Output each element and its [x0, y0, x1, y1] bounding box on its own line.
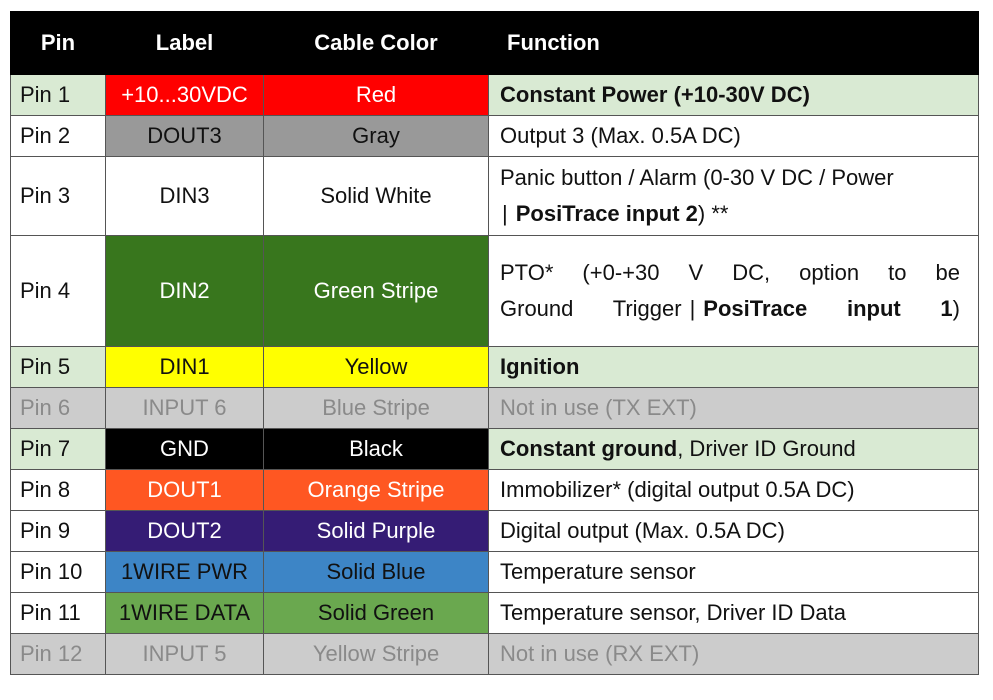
table-row: Pin 5 DIN1 Yellow Ignition	[10, 346, 979, 388]
label-cell: 1WIRE DATA	[105, 592, 264, 634]
function-cell: PTO* (+0-+30 V DC, option to be Ground Tr…	[488, 235, 979, 347]
pin-cell: Pin 3	[10, 156, 106, 236]
label-cell: DIN1	[105, 346, 264, 388]
cable-color-cell: Solid Purple	[263, 510, 489, 552]
function-cell: Output 3 (Max. 0.5A DC)	[488, 115, 979, 157]
label-cell: DOUT2	[105, 510, 264, 552]
function-cell: Not in use (RX EXT)	[488, 633, 979, 675]
label-cell: DIN3	[105, 156, 264, 236]
function-text-line2: Ground Trigger	[500, 296, 682, 321]
function-cell: Temperature sensor	[488, 551, 979, 593]
function-separator: |	[689, 296, 696, 321]
cable-color-cell: Gray	[263, 115, 489, 157]
pin-cell: Pin 2	[10, 115, 106, 157]
function-separator: |	[502, 201, 508, 226]
header-function: Function	[488, 11, 979, 75]
pin-cell: Pin 7	[10, 428, 106, 470]
function-text: Digital output (Max. 0.5A DC)	[500, 518, 785, 544]
function-cell: Panic button / Alarm (0-30 V DC / Power |…	[488, 156, 979, 236]
label-cell: INPUT 5	[105, 633, 264, 675]
pin-cell: Pin 1	[10, 74, 106, 116]
cable-color-cell: Blue Stripe	[263, 387, 489, 429]
function-text: Temperature sensor	[500, 559, 696, 585]
table-row: Pin 6 INPUT 6 Blue Stripe Not in use (TX…	[10, 387, 979, 429]
cable-color-cell: Solid Green	[263, 592, 489, 634]
label-cell: +10...30VDC	[105, 74, 264, 116]
pin-cell: Pin 12	[10, 633, 106, 675]
header-label: Label	[105, 11, 264, 75]
function-text: Immobilizer* (digital output 0.5A DC)	[500, 477, 855, 503]
header-cable-color: Cable Color	[263, 11, 489, 75]
table-row: Pin 11 1WIRE DATA Solid Green Temperatur…	[10, 592, 979, 634]
table-row: Pin 7 GND Black Constant ground, Driver …	[10, 428, 979, 470]
function-cell: Ignition	[488, 346, 979, 388]
cable-color-cell: Solid White	[263, 156, 489, 236]
function-text: Output 3 (Max. 0.5A DC)	[500, 123, 741, 149]
label-cell: DOUT1	[105, 469, 264, 511]
label-cell: 1WIRE PWR	[105, 551, 264, 593]
pin-cell: Pin 6	[10, 387, 106, 429]
function-text-line1: PTO* (+0-+30 V DC, option to be	[500, 260, 960, 285]
function-bold-text: PosiTrace input 2	[515, 201, 698, 226]
table-row: Pin 8 DOUT1 Orange Stripe Immobilizer* (…	[10, 469, 979, 511]
pin-cell: Pin 11	[10, 592, 106, 634]
function-cell: Temperature sensor, Driver ID Data	[488, 592, 979, 634]
header-row: Pin Label Cable Color Function	[10, 11, 979, 75]
function-bold-text: Ignition	[500, 354, 580, 380]
function-text: )	[952, 296, 960, 321]
function-text: Not in use (TX EXT)	[500, 395, 697, 421]
table-row: Pin 9 DOUT2 Solid Purple Digital output …	[10, 510, 979, 552]
pin-cell: Pin 5	[10, 346, 106, 388]
function-bold-text: Constant Power (+10-30V DC)	[500, 82, 810, 108]
header-pin: Pin	[10, 11, 106, 75]
function-text: Not in use (RX EXT)	[500, 641, 700, 667]
cable-color-cell: Solid Blue	[263, 551, 489, 593]
function-cell: Constant ground, Driver ID Ground	[488, 428, 979, 470]
function-text: , Driver ID Ground	[677, 436, 856, 462]
function-text-line1: Panic button / Alarm (0-30 V DC / Power	[500, 165, 894, 190]
function-cell: Digital output (Max. 0.5A DC)	[488, 510, 979, 552]
table-row: Pin 2 DOUT3 Gray Output 3 (Max. 0.5A DC)	[10, 115, 979, 157]
table-row: Pin 1 +10...30VDC Red Constant Power (+1…	[10, 74, 979, 116]
cable-color-cell: Orange Stripe	[263, 469, 489, 511]
pinout-body: Pin 1 +10...30VDC Red Constant Power (+1…	[10, 74, 979, 675]
label-cell: DOUT3	[105, 115, 264, 157]
cable-color-cell: Red	[263, 74, 489, 116]
cable-color-cell: Yellow	[263, 346, 489, 388]
function-cell: Immobilizer* (digital output 0.5A DC)	[488, 469, 979, 511]
cable-color-cell: Green Stripe	[263, 235, 489, 347]
pin-cell: Pin 9	[10, 510, 106, 552]
pinout-table: Pin Label Cable Color Function Pin 1 +10…	[10, 11, 979, 675]
pin-cell: Pin 10	[10, 551, 106, 593]
label-cell: GND	[105, 428, 264, 470]
label-cell: INPUT 6	[105, 387, 264, 429]
table-row: Pin 3 DIN3 Solid White Panic button / Al…	[10, 156, 979, 236]
pin-cell: Pin 8	[10, 469, 106, 511]
function-bold-text: PosiTrace input 1	[703, 296, 953, 321]
label-cell: DIN2	[105, 235, 264, 347]
table-row: Pin 12 INPUT 5 Yellow Stripe Not in use …	[10, 633, 979, 675]
function-text: Temperature sensor, Driver ID Data	[500, 600, 847, 626]
pin-cell: Pin 4	[10, 235, 106, 347]
function-cell: Constant Power (+10-30V DC)	[488, 74, 979, 116]
function-text: ) **	[697, 201, 729, 226]
table-row: Pin 10 1WIRE PWR Solid Blue Temperature …	[10, 551, 979, 593]
cable-color-cell: Yellow Stripe	[263, 633, 489, 675]
table-row: Pin 4 DIN2 Green Stripe PTO* (+0-+30 V D…	[10, 235, 979, 347]
cable-color-cell: Black	[263, 428, 489, 470]
function-bold-text: Constant ground	[500, 436, 678, 462]
function-cell: Not in use (TX EXT)	[488, 387, 979, 429]
